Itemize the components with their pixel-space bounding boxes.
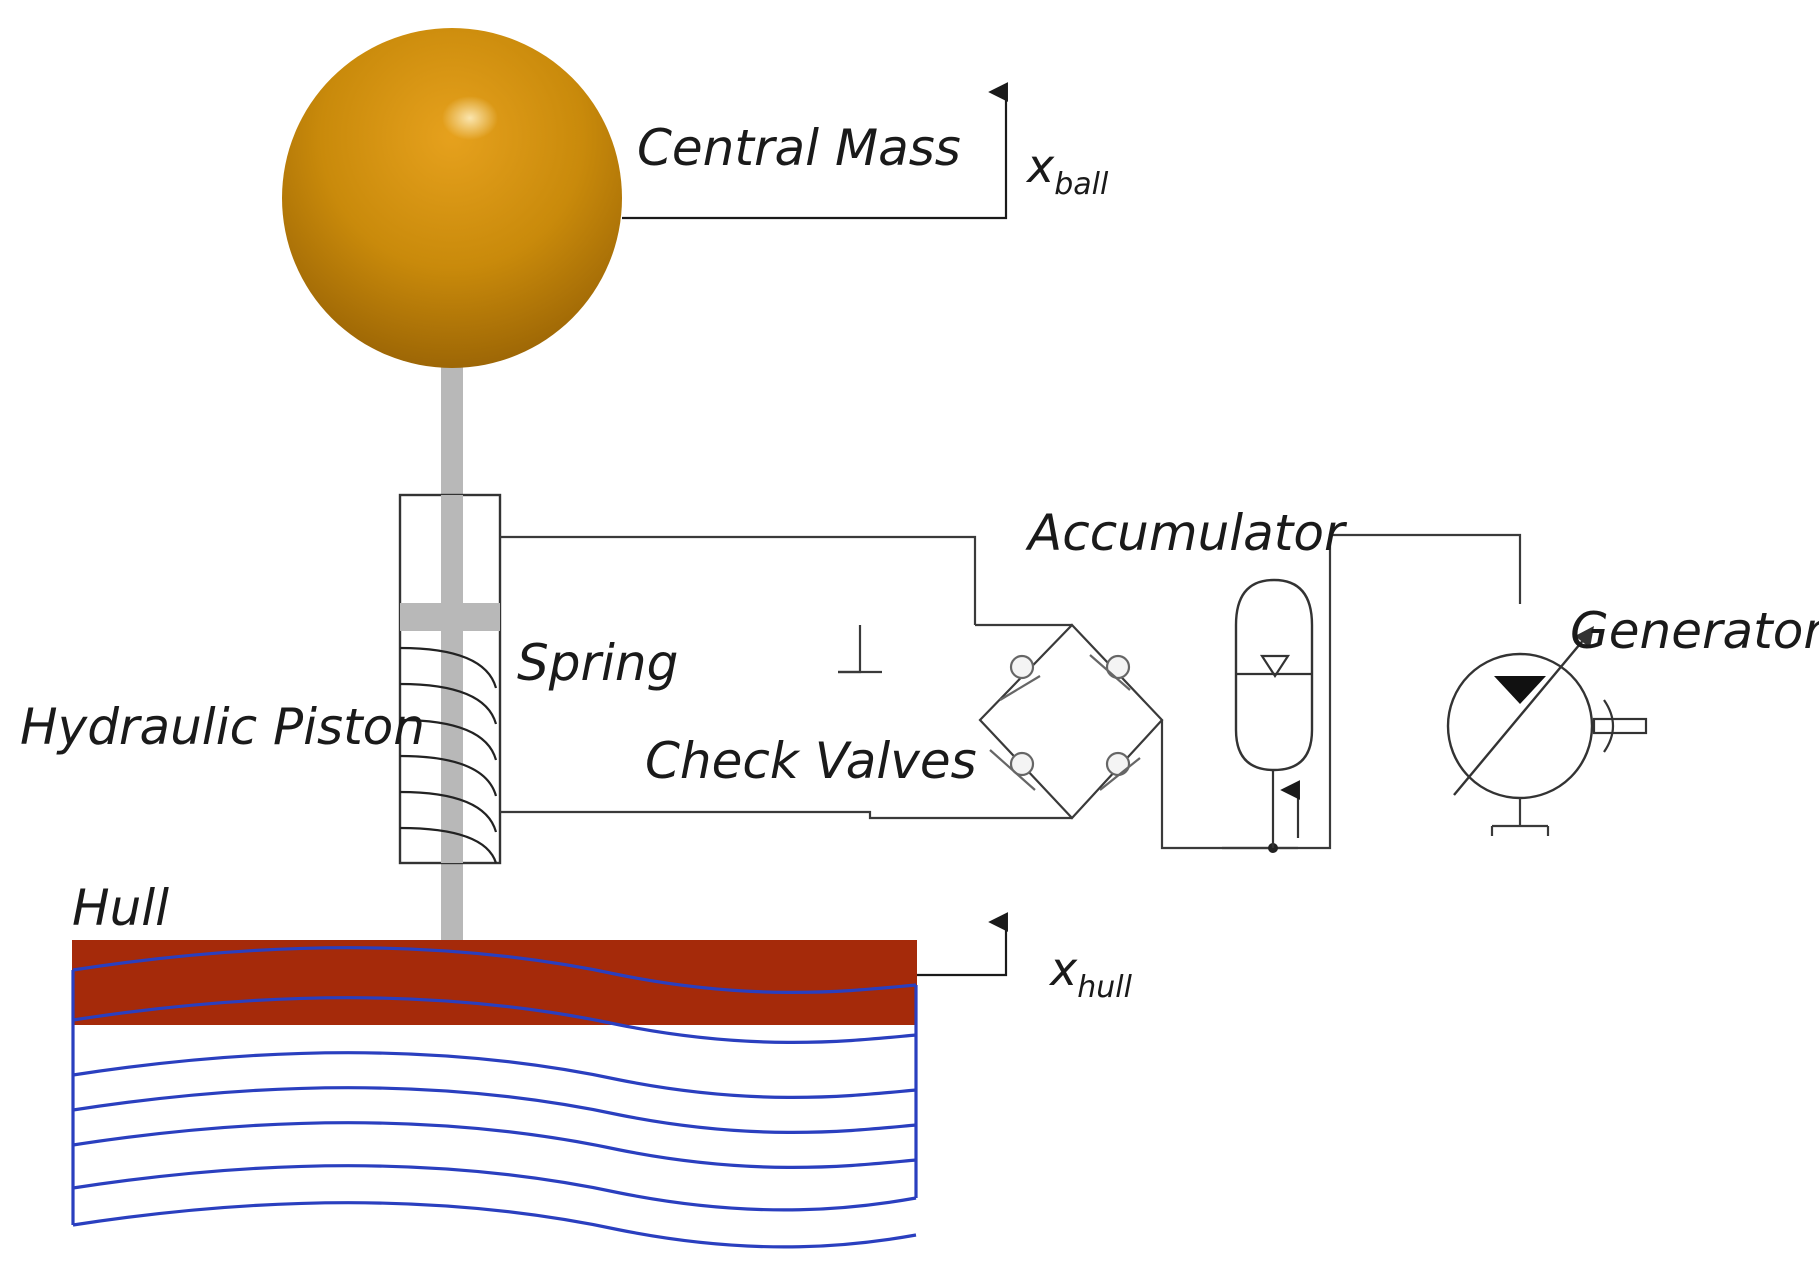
x-ball-indicator: xball [622, 82, 1109, 220]
spring-label: Spring [517, 634, 678, 692]
hull-label: Hull [72, 879, 169, 937]
generator [1446, 626, 1648, 836]
x-hull-label: xhull [1048, 942, 1133, 1005]
check-valve [989, 654, 1141, 791]
piston-rod-inner [441, 495, 463, 863]
ball-highlight [442, 96, 498, 140]
accumulator-label: Accumulator [1025, 504, 1348, 562]
central-mass-label: Central Mass [637, 119, 961, 177]
hull-body [72, 940, 917, 1025]
check-valve-bridge [975, 623, 1164, 820]
hydraulic-piston [398, 493, 502, 865]
central-mass-ball [282, 28, 622, 368]
check-valves-label: Check Valves [645, 732, 977, 790]
hydraulic-piston-label: Hydraulic Piston [20, 698, 425, 756]
generator-flow-arrow [1494, 676, 1546, 704]
generator-label: Generator [1570, 602, 1819, 660]
x-ball-label: xball [1025, 139, 1109, 202]
piston-head [400, 603, 500, 631]
spring-coils [399, 646, 498, 864]
accumulator [1234, 578, 1314, 848]
hydraulic-lines [500, 533, 1522, 853]
generator-shaft [1592, 699, 1648, 753]
sea-waves [71, 946, 918, 1249]
